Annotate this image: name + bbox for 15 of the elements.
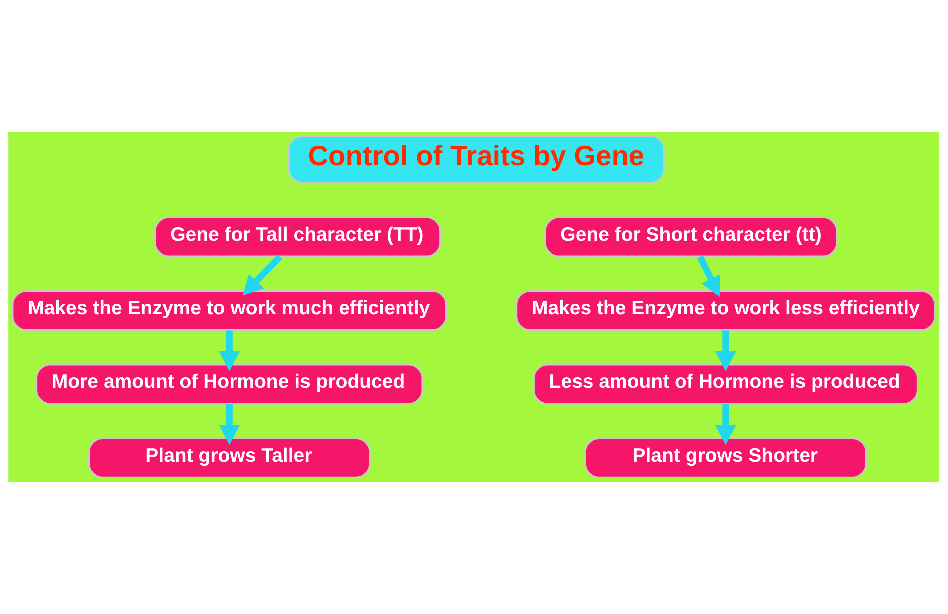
node-box: Makes the Enzyme to work less efficiently (516, 290, 936, 332)
node-box: More amount of Hormone is produced (36, 364, 424, 405)
node-box: Makes the Enzyme to work much efficiently (12, 290, 448, 332)
node-box: Gene for Short character (tt) (544, 216, 838, 258)
node-box: Plant grows Shorter (584, 438, 868, 478)
arrow (697, 256, 721, 298)
node-box: Control of Traits by Gene (288, 136, 665, 184)
node-box: Less amount of Hormone is produced (533, 364, 919, 405)
arrow (219, 330, 240, 372)
node-box: Plant grows Taller (88, 438, 371, 478)
arrow (242, 254, 282, 296)
arrow (219, 404, 240, 446)
node-box: Gene for Tall character (TT) (154, 216, 442, 258)
arrow (715, 404, 736, 446)
arrow (715, 330, 736, 372)
